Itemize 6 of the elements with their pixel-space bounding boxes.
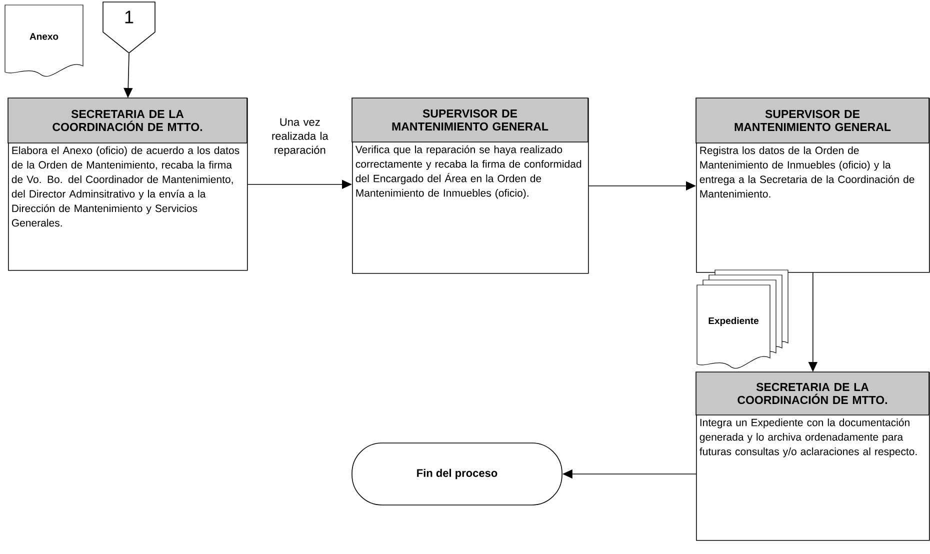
off-page-connector: 1	[102, 2, 156, 54]
process-box: SECRETARIA DE LA COORDINACIÓN DE MTTO. Integra un Expediente con la documentación generada y lo archiva ordenadamente para futuras consultas y/o aclaraciones al respecto.	[696, 372, 930, 541]
process-box: SUPERVISOR DE MANTENIMIENTO GENERAL Verifica que la reparación se haya realizado correctamente y recaba la firma de conformidad del Encargado del Área en la Orden de Mantenimiento de Inmuebles (oficio).	[352, 98, 589, 274]
process-box: SECRETARIA DE LA COORDINACIÓN DE MTTO. Elabora el Anexo (oficio) de acuerdo a los datos de la Orden de Mantenimiento, recaba la firma de Vo. Bo. del Coordinador de Mantenimiento, del Director Adminsitrativo y la envía a la Dirección de Mantenimiento y Servicios Generales.	[8, 98, 248, 271]
edge-label: Una vez realizada la reparación	[264, 117, 336, 158]
process-box: SUPERVISOR DE MANTENIMIENTO GENERAL Registra los datos de la Orden de Mantenimiento de Inmuebles (oficio) y la entrega a la Secretaria de la Coordinación de Mantenimiento.	[696, 98, 930, 273]
